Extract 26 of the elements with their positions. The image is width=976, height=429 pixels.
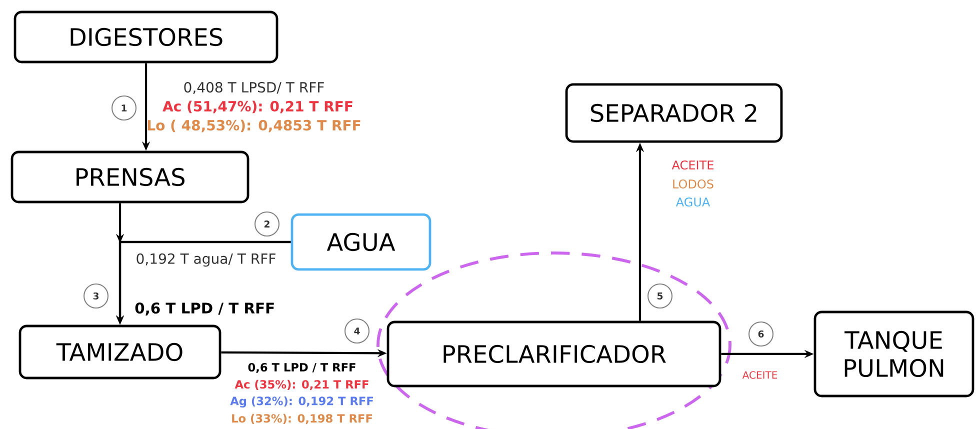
flow-label: 0,6 T LPD / T RFF	[248, 362, 356, 373]
process-box: TANQUE PULMON	[814, 310, 974, 398]
process-box: PRECLARIFICADOR	[386, 320, 722, 388]
process-box: AGUA	[290, 213, 432, 271]
callout-number: 6	[748, 321, 774, 347]
process-box: SEPARADOR 2	[565, 83, 783, 143]
flow-label: Lo ( 48,53%): 0,4853 T RFF	[148, 120, 360, 132]
callout-number: 5	[647, 283, 673, 309]
flow-label: Lo (33%): 0,198 T RFF	[232, 414, 372, 424]
flow-label: 0,408 T LPSD/ T RFF	[184, 82, 324, 94]
flow-label: Ac (51,47%): 0,21 T RFF	[162, 100, 352, 114]
flow-label: Ag (32%): 0,192 T RFF	[230, 396, 373, 408]
callout-number: 1	[111, 95, 137, 121]
callout-number: 2	[254, 211, 280, 237]
flow-label: ACEITE	[672, 160, 714, 170]
callout-number: 3	[83, 283, 109, 309]
flow-label: 0,6 T LPD / T RFF	[135, 302, 274, 316]
callout-number: 4	[344, 318, 370, 344]
process-box: PRENSAS	[10, 150, 250, 204]
process-box: DIGESTORES	[14, 10, 278, 64]
process-box: TAMIZADO	[18, 324, 222, 380]
flow-label: AGUA	[676, 197, 710, 207]
flow-label: Ac (35%): 0,21 T RFF	[234, 380, 368, 390]
flow-label: LODOS	[673, 179, 714, 189]
flow-label: ACEITE	[742, 371, 778, 379]
flow-label: 0,192 T agua/ T RFF	[136, 253, 276, 267]
